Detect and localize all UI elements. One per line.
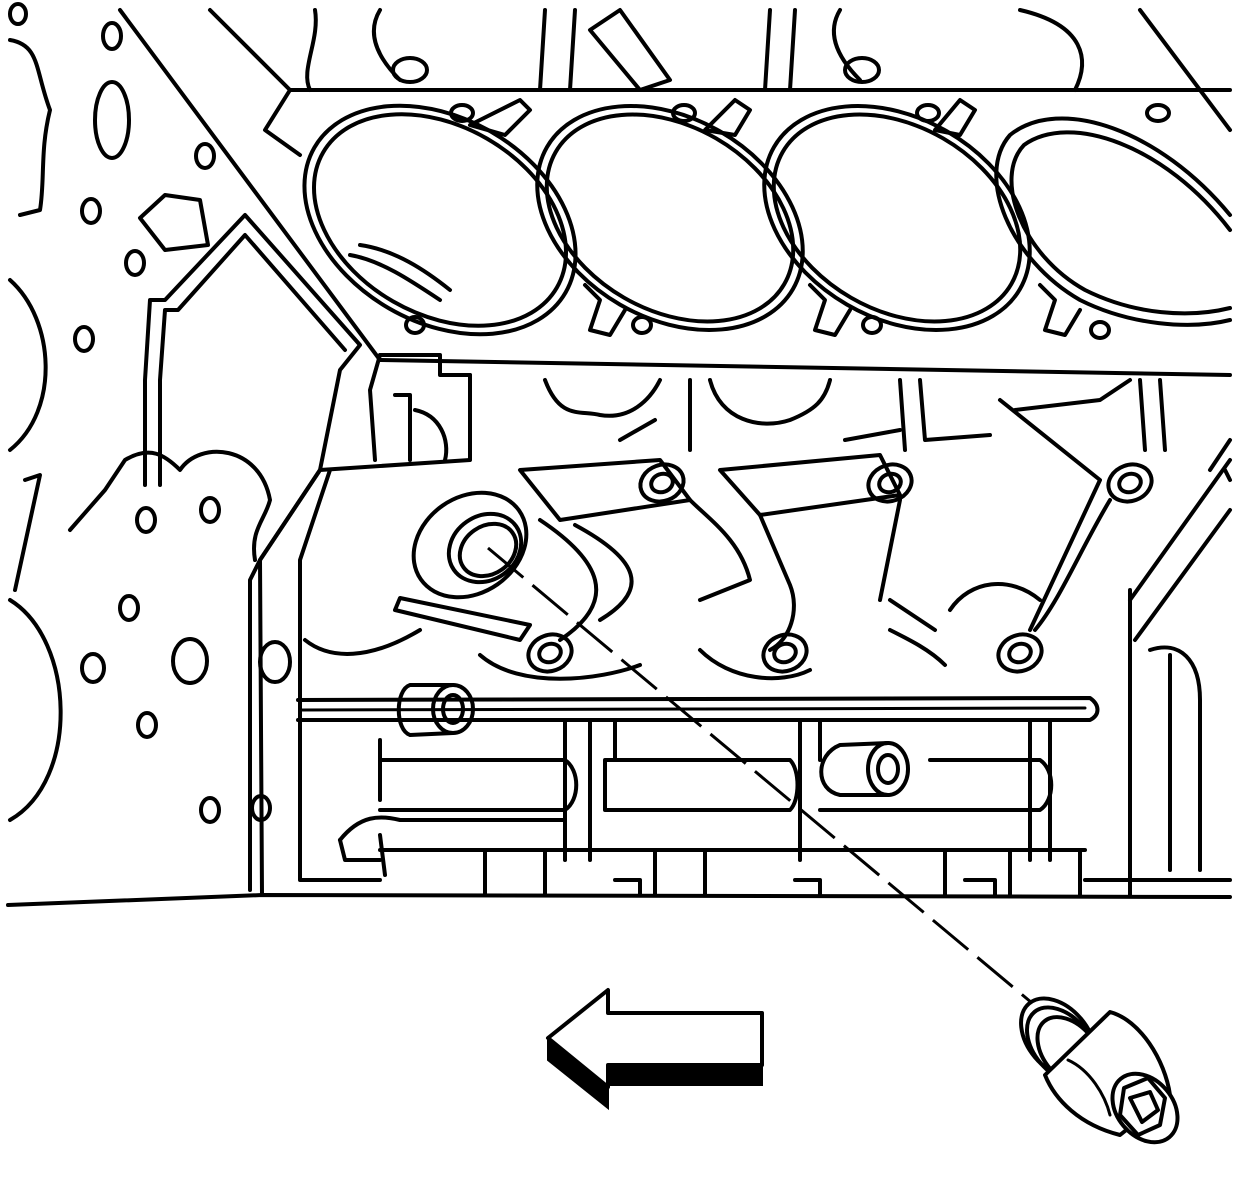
rear-block-end <box>1128 438 1232 897</box>
block-front-face <box>8 2 362 892</box>
cylinder-bore-1 <box>302 103 578 337</box>
cylinder-deck <box>118 8 1232 377</box>
deck-bosses <box>348 98 1082 337</box>
crank-webs <box>478 398 1112 681</box>
cylinder-bore-2 <box>535 103 805 335</box>
main-bearing-caps <box>303 718 1232 897</box>
lifter-bores <box>393 462 1154 674</box>
oil-pressure-sensor <box>1019 996 1180 1145</box>
block-pan-rail-line <box>6 893 1232 907</box>
oil-sensor-port <box>411 490 529 600</box>
cylinder-bore-4 <box>994 103 1232 340</box>
arrow-left-icon <box>546 988 764 1111</box>
oil-gallery-rail <box>296 683 1100 797</box>
installation-path-line <box>487 546 1039 1010</box>
